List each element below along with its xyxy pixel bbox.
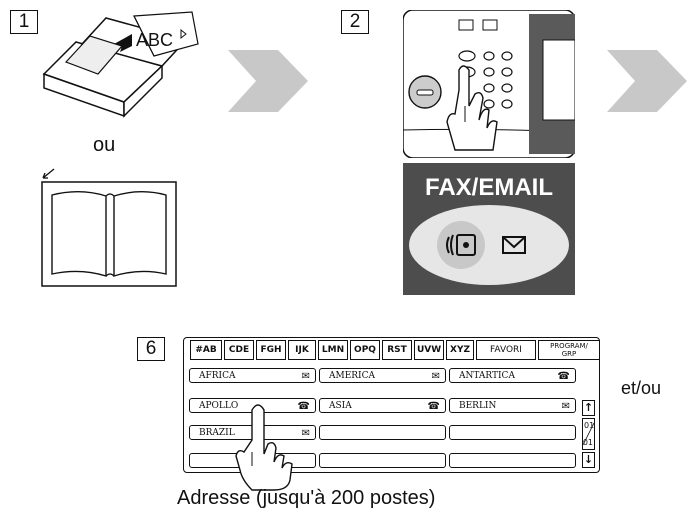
scroll-up-button[interactable]: ↑ [582, 400, 595, 416]
address-name: BRAZIL [199, 428, 235, 438]
tab-fgh[interactable]: FGH [256, 340, 286, 360]
address-button[interactable]: ASIA ☎ [319, 398, 446, 413]
alphabet-tab-bar: #AB CDE FGH IJK LMN OPQ RST UVW XYZ FAVO… [190, 340, 602, 360]
address-touch-screen [183, 337, 600, 473]
page-indicator: 01 01 [582, 418, 595, 450]
book-on-glass-illustration [41, 168, 177, 287]
email-icon: ✉ [561, 401, 570, 412]
fax-email-mode-panel: FAX/EMAIL [403, 163, 575, 295]
phone-icon: ☎ [427, 401, 440, 412]
address-button-empty[interactable] [449, 453, 576, 468]
step-number-2: 2 [341, 10, 369, 34]
adf-document-feeder-illustration: ABC [42, 11, 199, 118]
address-button-empty[interactable] [319, 425, 446, 440]
address-name: APOLLO [199, 401, 239, 411]
tab-ijk[interactable]: IJK [288, 340, 316, 360]
address-button[interactable]: AMERICA ✉ [319, 368, 446, 383]
address-button[interactable]: AFRICA ✉ [189, 368, 316, 383]
arrow-down-icon: ↓ [583, 453, 594, 466]
finger-pointer-illustration [235, 404, 293, 491]
address-button-empty[interactable] [319, 453, 446, 468]
email-icon: ✉ [301, 428, 310, 439]
email-icon: ✉ [431, 371, 440, 382]
address-name: BERLIN [459, 401, 497, 411]
tab-xyz[interactable]: XYZ [446, 340, 474, 360]
address-name: AFRICA [199, 371, 236, 381]
step-number-6: 6 [137, 337, 165, 361]
address-button-empty[interactable] [449, 425, 576, 440]
tab-uvw[interactable]: UVW [414, 340, 444, 360]
address-caption: Adresse (jusqu'à 200 postes) [177, 487, 436, 509]
address-button[interactable]: ANTARTICA ☎ [449, 368, 576, 383]
phone-icon: ☎ [557, 371, 570, 382]
phone-icon: ☎ [297, 401, 310, 412]
step-number-1: 1 [10, 10, 38, 34]
next-arrow-chevron [228, 50, 308, 112]
adf-paper-text: ABC [136, 30, 173, 50]
tab-favori[interactable]: FAVORI [476, 340, 536, 360]
page-current: 01 [584, 421, 595, 430]
next-arrow-chevron [607, 50, 687, 112]
control-panel-illustration [403, 10, 575, 158]
arrow-up-icon: ↑ [583, 401, 594, 414]
tab-lmn[interactable]: LMN [318, 340, 348, 360]
tab-ab[interactable]: #AB [190, 340, 222, 360]
address-name: ASIA [329, 401, 352, 411]
tab-program-grp[interactable]: PROGRAM/ GRP [538, 340, 600, 360]
mode-title: FAX/EMAIL [425, 174, 553, 201]
email-icon: ✉ [301, 371, 310, 382]
address-name: ANTARTICA [459, 371, 515, 381]
tab-cde[interactable]: CDE [224, 340, 254, 360]
address-name: AMERICA [329, 371, 376, 381]
or-label: ou [93, 134, 116, 156]
and-or-label: et/ou [621, 378, 662, 398]
page-total: 01 [582, 438, 593, 447]
tab-opq[interactable]: OPQ [350, 340, 380, 360]
scroll-down-button[interactable]: ↓ [582, 452, 595, 468]
tab-rst[interactable]: RST [382, 340, 412, 360]
address-button[interactable]: BERLIN ✉ [449, 398, 576, 413]
